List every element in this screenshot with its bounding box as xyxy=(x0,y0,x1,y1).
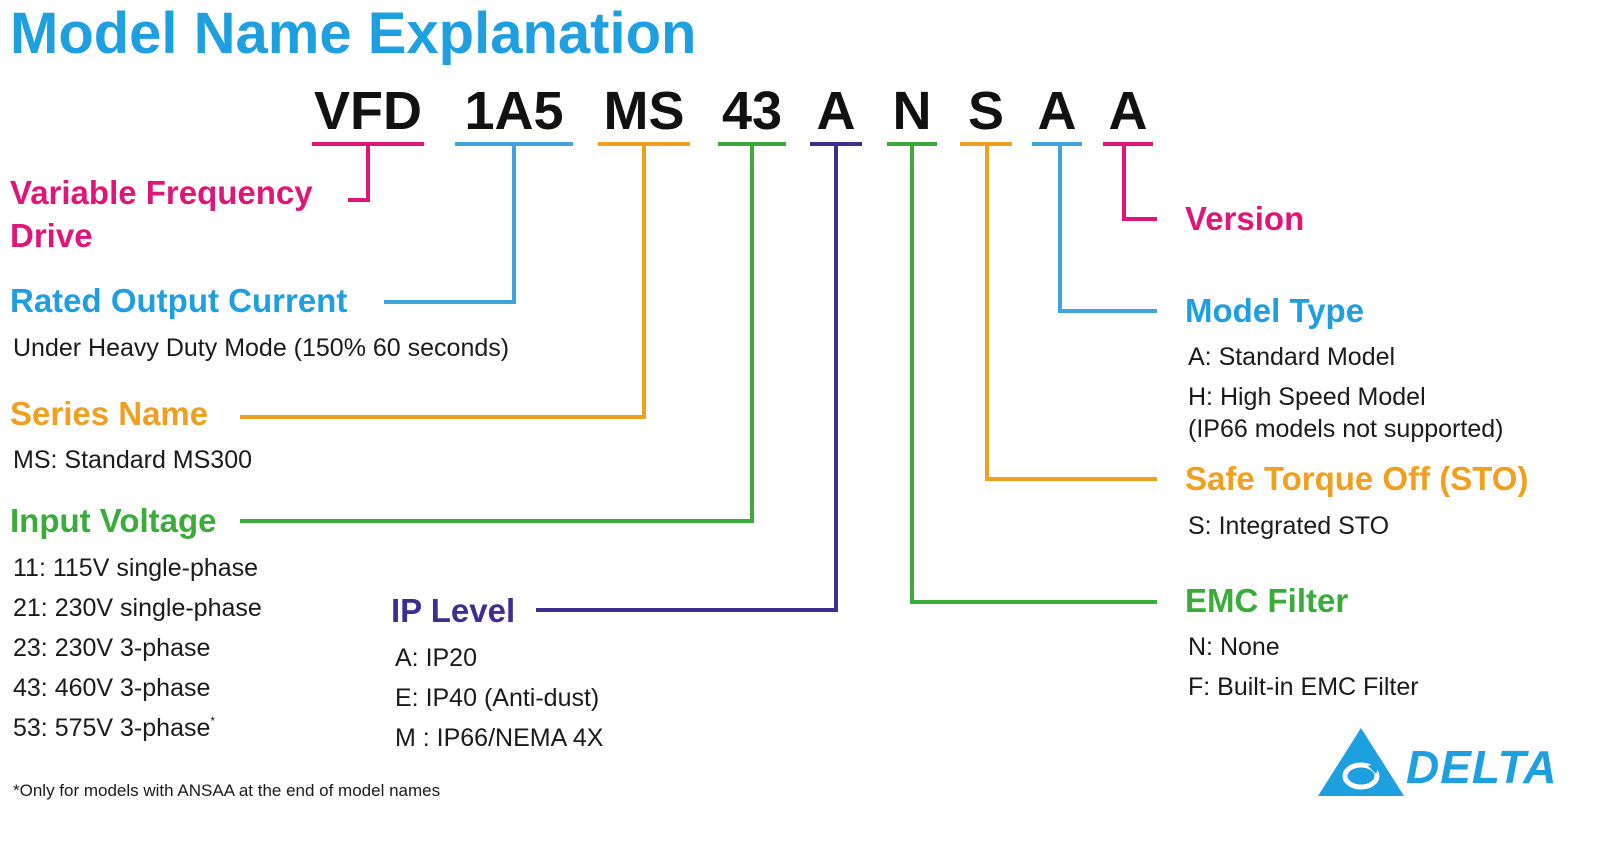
voltage-line-3: 23: 230V 3-phase xyxy=(13,634,211,662)
type-heading: Model Type xyxy=(1185,292,1365,329)
connector-vfd xyxy=(348,144,370,202)
connector-ip xyxy=(536,144,838,612)
voltage-heading: Input Voltage xyxy=(10,502,217,539)
vfd-heading-line2: Drive xyxy=(10,217,93,254)
voltage-line-4: 43: 460V 3-phase xyxy=(13,674,211,702)
emc-heading: EMC Filter xyxy=(1185,582,1349,619)
connector-series xyxy=(240,144,646,419)
emc-line-1: N: None xyxy=(1188,633,1280,661)
delta-triangle-logo-icon xyxy=(1316,726,1406,798)
sto-line-1: S: Integrated STO xyxy=(1188,512,1390,540)
ip-line-3: M : IP66/NEMA 4X xyxy=(395,724,604,752)
connector-current xyxy=(384,144,516,304)
ip-heading: IP Level xyxy=(391,592,516,629)
version-heading: Version xyxy=(1185,200,1305,237)
code-type: A xyxy=(1037,81,1077,141)
sto-heading: Safe Torque Off (STO) xyxy=(1185,460,1529,497)
code-emc: N xyxy=(892,81,932,141)
code-series: MS xyxy=(603,81,685,141)
delta-logo-text: DELTA xyxy=(1406,741,1558,793)
code-version: A xyxy=(1108,81,1148,141)
ip-line-2: E: IP40 (Anti-dust) xyxy=(395,684,600,712)
code-voltage: 43 xyxy=(721,81,783,141)
code-current: 1A5 xyxy=(464,81,564,141)
ip-line-1: A: IP20 xyxy=(395,644,477,672)
code-sto: S xyxy=(967,81,1005,141)
connector-type xyxy=(1058,144,1157,313)
code-ip: A xyxy=(816,81,856,141)
emc-line-2: F: Built-in EMC Filter xyxy=(1188,673,1419,701)
vfd-heading-line1: Variable Frequency xyxy=(10,174,313,211)
connector-sto xyxy=(985,144,1157,481)
footnote: *Only for models with ANSAA at the end o… xyxy=(13,781,441,800)
voltage-line-5: 53: 575V 3-phase* xyxy=(13,714,216,742)
voltage-line-2: 21: 230V single-phase xyxy=(13,594,262,622)
type-line-3: (IP66 models not supported) xyxy=(1188,415,1504,443)
type-line-1: A: Standard Model xyxy=(1188,343,1396,371)
page-title: Model Name Explanation xyxy=(10,1,697,66)
connector-version xyxy=(1122,144,1157,221)
current-desc: Under Heavy Duty Mode (150% 60 seconds) xyxy=(13,334,510,362)
series-desc: MS: Standard MS300 xyxy=(13,446,253,474)
footnote-mark: * xyxy=(210,714,216,728)
voltage-line-1: 11: 115V single-phase xyxy=(13,554,259,582)
current-heading: Rated Output Current xyxy=(10,282,348,319)
code-vfd: VFD xyxy=(314,81,422,141)
connector-voltage xyxy=(240,144,754,523)
connector-emc xyxy=(910,144,1157,604)
series-heading: Series Name xyxy=(10,395,209,432)
type-line-2: H: High Speed Model xyxy=(1188,383,1426,411)
